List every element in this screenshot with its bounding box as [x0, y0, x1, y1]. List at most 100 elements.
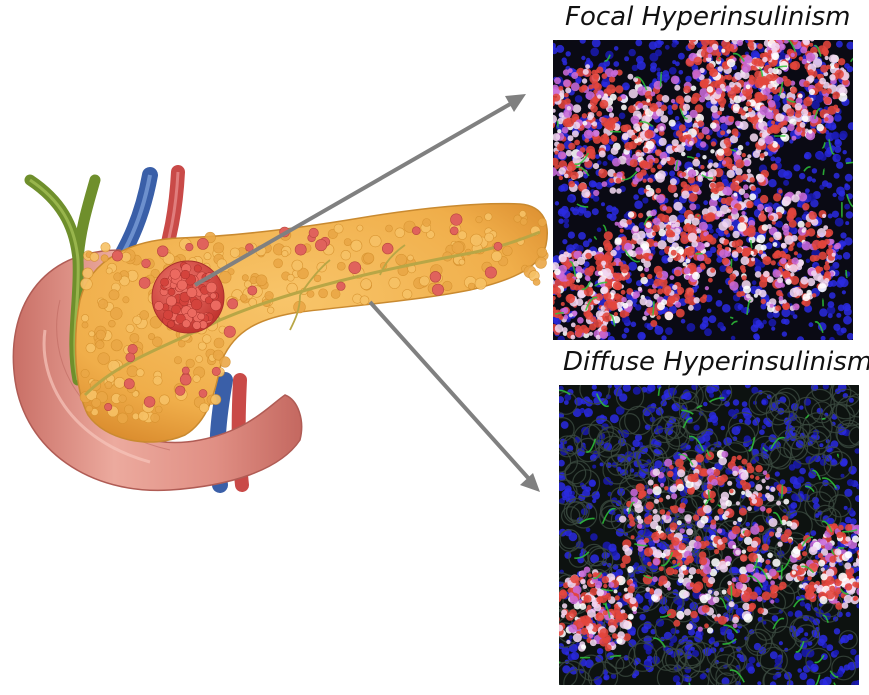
islet-cell	[553, 296, 554, 301]
lesion-cell	[190, 298, 203, 311]
islet-cell	[628, 615, 634, 620]
marker-strand	[576, 203, 589, 208]
islet-cell	[743, 529, 751, 537]
islet-cell	[538, 110, 543, 115]
islet-cell	[674, 84, 681, 91]
nucleus	[599, 414, 605, 420]
lobule	[402, 289, 413, 300]
nucleus	[663, 257, 668, 263]
lesion-cell	[187, 308, 197, 318]
islet-cell	[737, 222, 747, 232]
islet-cell	[653, 217, 661, 226]
islet-cell	[601, 73, 608, 79]
nucleus	[585, 527, 591, 533]
nucleus	[769, 681, 777, 685]
lobule	[154, 405, 163, 414]
islet-cell	[786, 108, 795, 117]
islet-cell	[642, 316, 647, 321]
nucleus	[845, 611, 851, 618]
islet-cell	[615, 85, 624, 94]
lobule	[422, 218, 431, 227]
nucleus	[762, 319, 767, 325]
lobule	[535, 256, 547, 269]
islet-cell	[684, 274, 691, 280]
islet-cell	[780, 133, 787, 140]
islet-cell	[811, 239, 822, 250]
islet-cell	[540, 282, 548, 290]
islet-cell	[793, 251, 799, 256]
nucleus	[836, 40, 843, 48]
islet-cell	[614, 293, 621, 300]
islet-cell	[752, 573, 761, 582]
islet-cell	[542, 313, 551, 322]
islet-cell	[732, 230, 740, 239]
acinar-cell	[619, 413, 641, 435]
islet-cell	[775, 305, 781, 312]
islet-cell	[571, 72, 579, 79]
islet-cell	[678, 542, 686, 551]
islet-cell	[603, 583, 608, 589]
islet-cell	[587, 573, 593, 578]
islet-cell	[783, 78, 792, 87]
nucleus	[827, 313, 833, 319]
islet-cell	[747, 154, 752, 159]
acinar-cell	[819, 602, 840, 623]
islet-cell	[540, 113, 550, 123]
islet-cell	[710, 122, 717, 129]
islet-cell	[715, 87, 723, 95]
islet-cell	[600, 286, 609, 294]
acinar-cell	[748, 391, 773, 416]
islet-cell	[743, 613, 753, 623]
nucleus	[753, 333, 760, 340]
islet-cell	[749, 133, 759, 142]
islet-cell	[757, 203, 764, 211]
islet-cell	[678, 124, 686, 132]
marker-strand	[555, 40, 557, 41]
islet-cell	[654, 128, 659, 133]
islet-cell	[608, 108, 613, 113]
islet-cell	[640, 169, 647, 176]
islet-cell	[667, 295, 676, 304]
nucleus	[559, 482, 566, 492]
islet-cell	[666, 511, 671, 516]
islet-cell	[723, 239, 730, 245]
islet	[127, 344, 138, 355]
islet-cell	[664, 311, 674, 321]
nucleus	[744, 418, 752, 426]
marker-strand	[687, 156, 695, 160]
arrows	[194, 94, 540, 492]
islet-cell	[682, 103, 691, 111]
nucleus	[847, 122, 853, 130]
nucleus	[651, 655, 660, 665]
islet-cell	[575, 265, 583, 273]
islet-cell	[782, 270, 790, 279]
islet-cell	[631, 606, 637, 612]
islet-cell	[606, 84, 616, 94]
islet-cell	[713, 590, 720, 597]
islet-cell	[790, 275, 800, 285]
islet-cell	[784, 235, 794, 245]
islet-cell	[547, 146, 553, 152]
islet-cell	[748, 602, 757, 610]
islet-cell	[685, 246, 695, 256]
islet-cell	[626, 219, 633, 225]
lobule	[95, 329, 106, 340]
islet-cell	[699, 557, 708, 566]
nucleus	[832, 192, 837, 198]
marker-strand	[814, 107, 821, 120]
islet-cell	[543, 273, 551, 281]
islet-cell	[763, 125, 768, 130]
islet-cell	[812, 58, 823, 68]
acinar-cell	[673, 641, 702, 670]
islet-cell	[780, 257, 787, 265]
islet-cell	[678, 99, 683, 104]
nucleus	[844, 203, 850, 210]
islet-cell	[723, 147, 733, 157]
islet-cell	[691, 184, 700, 193]
islet-cell	[749, 177, 756, 183]
acinar-cell	[761, 606, 789, 634]
nucleus	[603, 674, 610, 681]
islet-cell	[627, 566, 634, 573]
islet-cell	[612, 281, 622, 291]
islet-cell	[749, 250, 754, 255]
